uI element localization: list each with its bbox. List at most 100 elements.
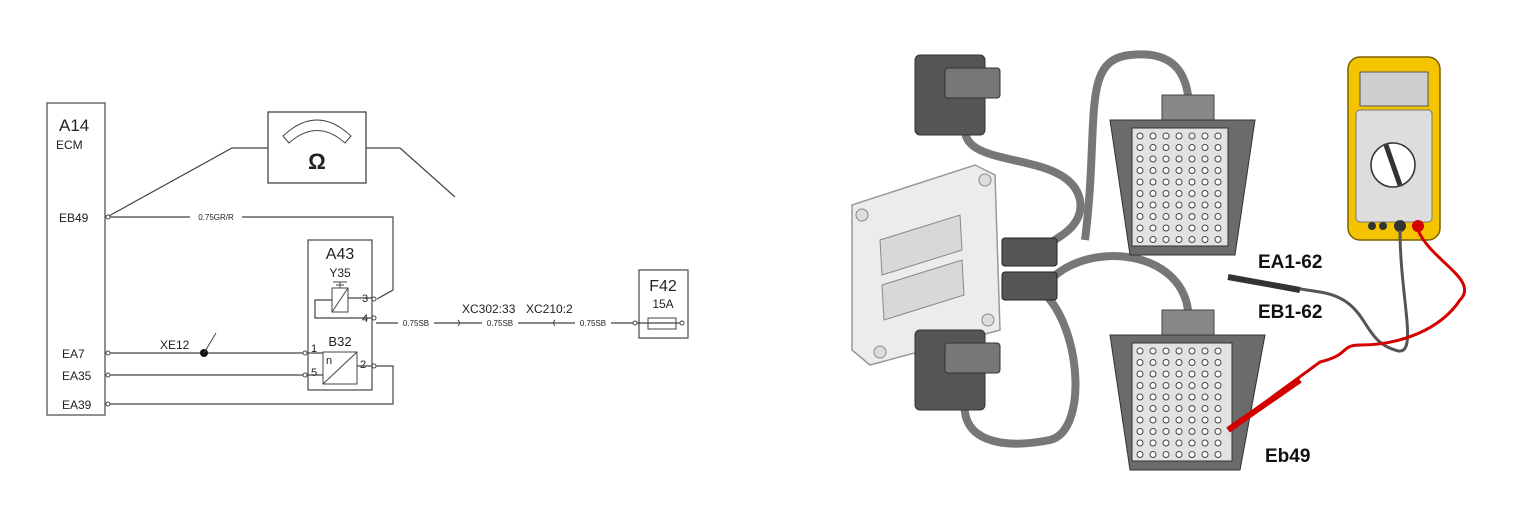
pin-1-label: 1 bbox=[311, 343, 317, 355]
breakout-pin bbox=[1149, 359, 1157, 366]
cable-to-lower-breakout bbox=[1047, 252, 1192, 311]
cable-to-upper-breakout bbox=[1081, 50, 1192, 241]
breakout-pin bbox=[1162, 201, 1170, 209]
coil-diagonal bbox=[331, 287, 349, 313]
breakout-plug-upper bbox=[1161, 94, 1215, 121]
sensor-symbol: n bbox=[326, 355, 332, 367]
breakout-pin bbox=[1162, 439, 1170, 447]
breakout-pin bbox=[1162, 224, 1170, 232]
breakout-pin bbox=[1136, 132, 1144, 140]
breakout-pin bbox=[1149, 347, 1157, 355]
ohm-icon: Ω bbox=[308, 149, 326, 174]
cable-lower bbox=[960, 286, 1080, 448]
connector-latch bbox=[944, 67, 1001, 99]
breakout-pin bbox=[1188, 236, 1196, 243]
breakout-pin bbox=[1136, 167, 1144, 174]
breakout-pin bbox=[1149, 416, 1157, 424]
breakout-pin bbox=[1149, 167, 1157, 174]
breakout-pin bbox=[1149, 405, 1157, 412]
pin-5-label: 5 bbox=[311, 367, 317, 379]
breakout-pin bbox=[1162, 382, 1170, 389]
breakout-pin bbox=[1201, 405, 1209, 412]
mount-hole bbox=[981, 313, 995, 327]
breakout-pin bbox=[1162, 416, 1170, 424]
breakout-pin bbox=[1136, 416, 1144, 424]
fuse-pin-in bbox=[632, 320, 638, 326]
multimeter-display bbox=[1359, 71, 1429, 107]
breakout-pin bbox=[1188, 132, 1196, 140]
test-setup-illustration: EA1-62 EB1-62 Eb49 bbox=[851, 50, 1467, 471]
breakout-pin bbox=[1214, 201, 1222, 209]
pin-ea7-label: EA7 bbox=[62, 347, 85, 361]
breakout-pin bbox=[1201, 167, 1209, 174]
breakout-pin bbox=[1188, 201, 1196, 209]
breakout-pin bbox=[1201, 132, 1209, 140]
pin-5 bbox=[302, 372, 308, 378]
breakout-pin bbox=[1201, 201, 1209, 209]
breakout-pin bbox=[1201, 178, 1209, 186]
breakout-pin bbox=[1136, 213, 1144, 220]
connector-xc210-label: XC210:2 bbox=[526, 302, 573, 316]
breakout-pin bbox=[1188, 439, 1196, 447]
breakout-pin bbox=[1201, 190, 1209, 197]
ecm-name: ECM bbox=[56, 138, 83, 152]
breakout-pin bbox=[1214, 451, 1222, 458]
breakout-pin bbox=[1175, 405, 1183, 412]
breakout-pin bbox=[1175, 155, 1183, 163]
breakout-pin bbox=[1214, 132, 1222, 140]
breakout-pin bbox=[1188, 224, 1196, 232]
wire-supply-label-1: 0.75SB bbox=[403, 319, 429, 328]
breakout-pin bbox=[1162, 167, 1170, 174]
red-probe bbox=[1226, 377, 1302, 433]
module-a43-box bbox=[307, 239, 373, 391]
breakout-pin bbox=[1136, 155, 1144, 163]
breakout-pin bbox=[1162, 190, 1170, 197]
breakout-pin bbox=[1175, 178, 1183, 186]
pin-ea35-label: EA35 bbox=[62, 369, 92, 383]
breakout-pin bbox=[1136, 451, 1144, 458]
breakout-pin bbox=[1162, 359, 1170, 366]
mount-hole bbox=[855, 208, 869, 222]
breakout-pin bbox=[1136, 236, 1144, 243]
breakout-pin bbox=[1136, 178, 1144, 186]
adapter-connector-lower bbox=[1001, 271, 1058, 301]
wire-supply-label-3: 0.75SB bbox=[580, 319, 606, 328]
black-test-lead bbox=[1229, 229, 1410, 353]
breakout-pin bbox=[1162, 132, 1170, 140]
wire-eb49-b bbox=[242, 216, 394, 300]
breakout-pin bbox=[1201, 236, 1209, 243]
breakout-pin bbox=[1201, 439, 1209, 447]
breakout-pin bbox=[1175, 224, 1183, 232]
meter-scale-icon bbox=[282, 119, 352, 144]
breakout-pin bbox=[1162, 236, 1170, 243]
breakout-pin bbox=[1149, 370, 1157, 378]
pin-ea39-label: EA39 bbox=[62, 398, 92, 412]
breakout-pin bbox=[1188, 213, 1196, 220]
pin-4 bbox=[371, 315, 377, 321]
v-ohm-jack bbox=[1412, 220, 1424, 232]
breakout-pin bbox=[1188, 178, 1196, 186]
breakout-pin bbox=[1175, 132, 1183, 140]
pin-ea35 bbox=[105, 372, 111, 378]
breakout-pin bbox=[1214, 347, 1222, 355]
breakout-pin bbox=[1162, 213, 1170, 220]
breakout-pin bbox=[1201, 382, 1209, 389]
module-a43-id: A43 bbox=[326, 246, 355, 263]
pin-2 bbox=[371, 363, 377, 369]
breakout-pin bbox=[1175, 439, 1183, 447]
breakout-pin bbox=[1149, 178, 1157, 186]
breakout-pin bbox=[1214, 359, 1222, 366]
ecm-socket-lower bbox=[881, 259, 965, 321]
pin-2-label: 2 bbox=[360, 359, 366, 371]
splice-label: XE12 bbox=[160, 338, 190, 352]
breakout-pin bbox=[1175, 213, 1183, 220]
breakout-pin bbox=[1201, 393, 1209, 401]
sensor-b32-label: B32 bbox=[328, 334, 351, 349]
pin-4-label: 4 bbox=[362, 313, 368, 325]
breakout-pin bbox=[1214, 370, 1222, 378]
pin-3 bbox=[371, 296, 377, 302]
breakout-pin bbox=[1214, 416, 1222, 424]
pin-eb49-label: EB49 bbox=[59, 211, 89, 225]
breakout-pin bbox=[1214, 144, 1222, 151]
